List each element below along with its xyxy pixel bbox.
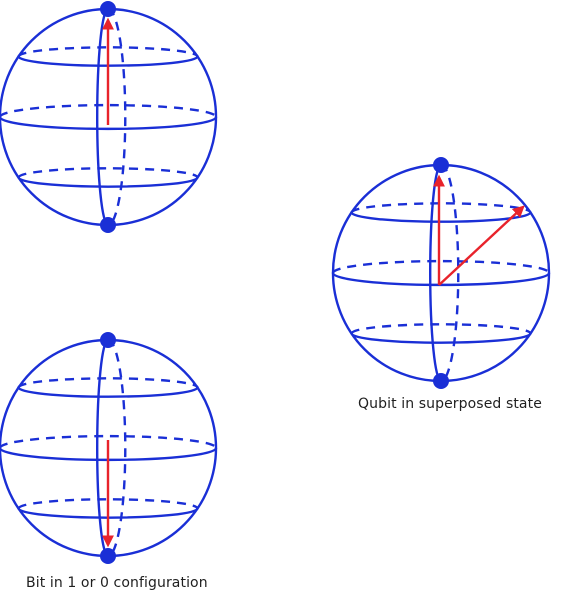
latitude-ring-back <box>350 202 532 213</box>
meridian-back <box>440 163 460 383</box>
bit-caption: Bit in 1 or 0 configuration <box>26 575 208 591</box>
north-pole-dot <box>100 332 116 348</box>
meridian-back <box>107 338 127 558</box>
state-arrow-superposed <box>438 205 525 286</box>
bit-sphere-0 <box>0 332 218 564</box>
south-pole-dot <box>100 217 116 233</box>
sphere-outline <box>331 163 551 383</box>
south-pole-dot <box>433 373 449 389</box>
north-pole-dot <box>433 157 449 173</box>
latitude-ring-back <box>17 377 199 388</box>
bit-sphere-1 <box>0 1 218 233</box>
meridian-front <box>96 338 109 558</box>
north-pole-dot <box>100 1 116 17</box>
latitude-ring-front <box>350 212 532 223</box>
qubit-caption: Qubit in superposed state <box>358 396 542 412</box>
latitude-ring-back <box>17 167 199 178</box>
latitude-ring-front <box>17 387 199 398</box>
latitude-ring-back <box>331 259 551 274</box>
latitude-ring-front <box>350 333 532 344</box>
latitude-ring-back <box>350 323 532 334</box>
latitude-ring-front <box>17 177 199 188</box>
meridian-back <box>107 7 127 227</box>
latitude-ring-front <box>331 272 551 287</box>
meridian-front <box>96 7 109 227</box>
south-pole-dot <box>100 548 116 564</box>
latitude-ring-front <box>0 116 218 131</box>
qubit-sphere <box>331 157 551 389</box>
